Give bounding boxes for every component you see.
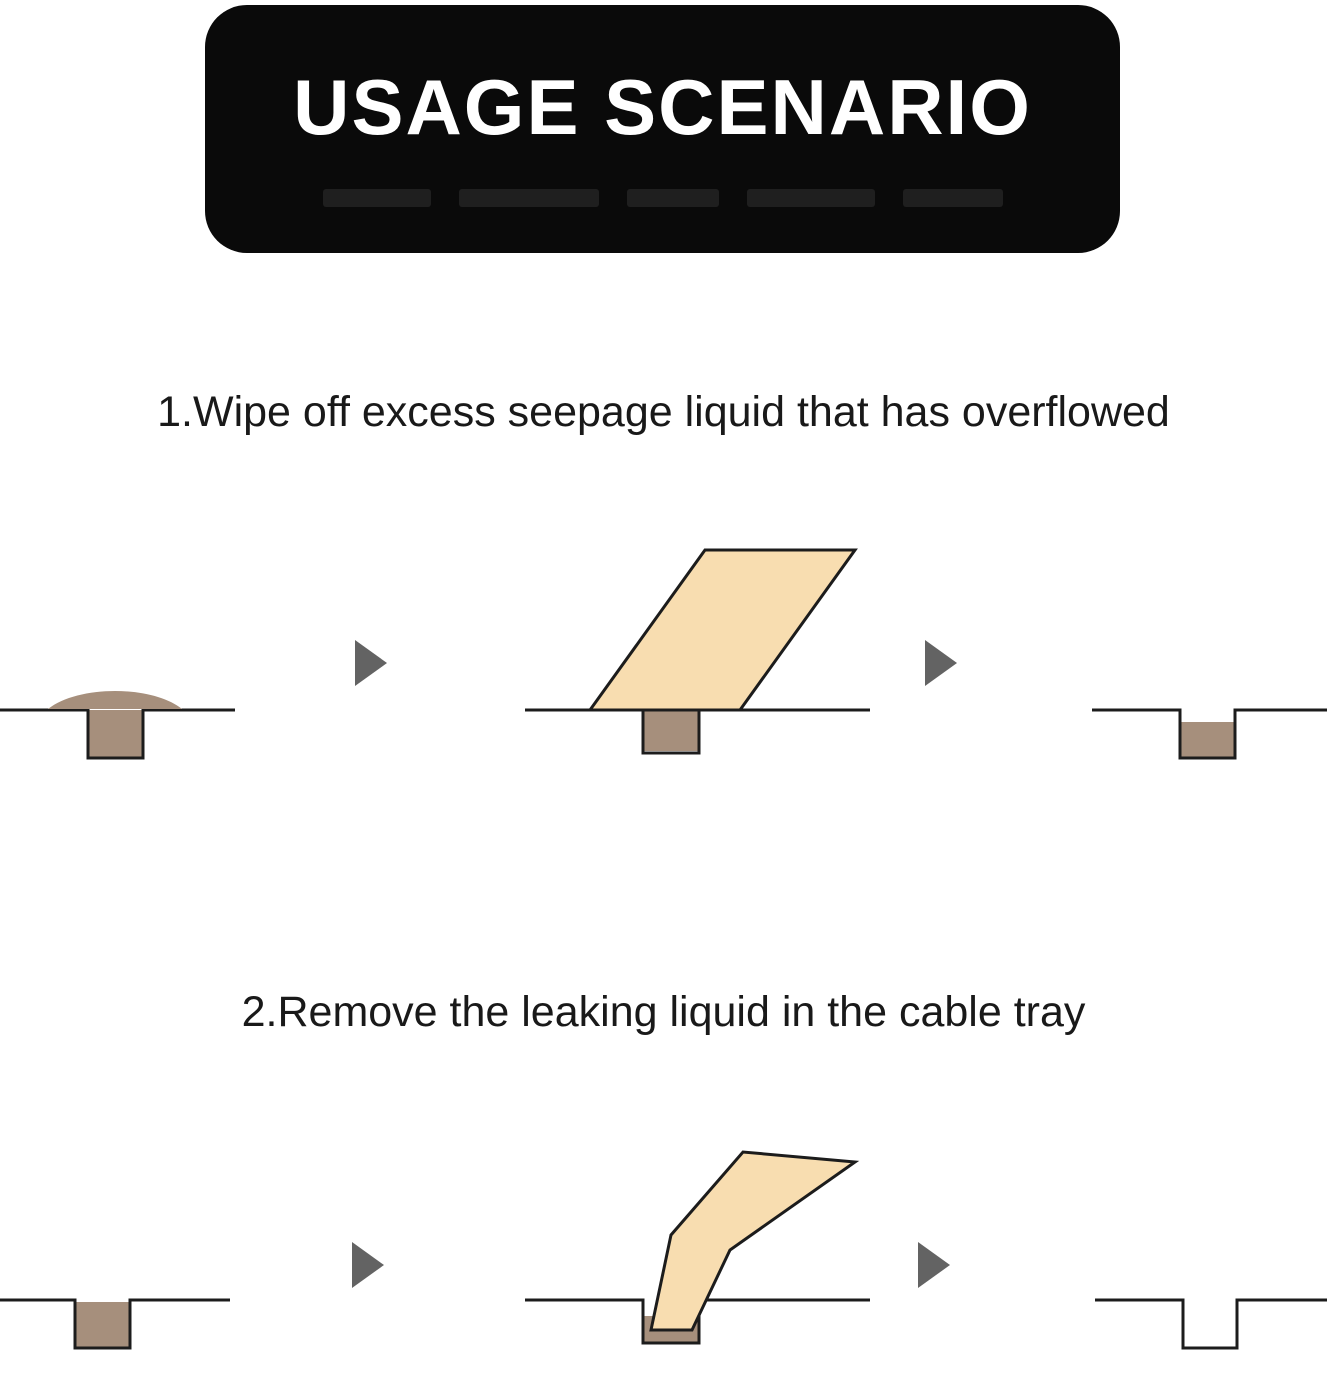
ghost-word	[322, 188, 431, 207]
arrow-triangle	[925, 640, 957, 686]
liquid-fill	[76, 1302, 129, 1347]
right-arrow-icon	[925, 640, 957, 686]
diagram-empty-channel	[1095, 1298, 1327, 1350]
squeegee-blade	[587, 548, 858, 712]
ghost-word	[458, 188, 599, 207]
channel-outline	[525, 708, 870, 755]
step1-heading: 1.Wipe off excess seepage liquid that ha…	[157, 388, 1170, 436]
diagram-channel-liquid-below-rim	[1092, 708, 1327, 760]
channel-outline	[0, 708, 235, 760]
ghost-word	[746, 188, 875, 207]
bent-squeegee-blade	[649, 1150, 860, 1332]
liquid-fill	[89, 710, 142, 757]
diagram-channel-filled-liquid	[0, 1298, 230, 1350]
usage-scenario-banner: USAGE SCENARIO	[205, 5, 1120, 253]
arrow-triangle	[918, 1242, 950, 1288]
channel-outline	[1095, 1298, 1327, 1350]
step2-heading: 2.Remove the leaking liquid in the cable…	[241, 988, 1086, 1036]
right-arrow-icon	[918, 1242, 950, 1288]
liquid-fill	[1181, 722, 1234, 757]
overflow-dome	[48, 691, 182, 709]
banner-ghost-text	[322, 188, 1003, 207]
ghost-word	[902, 188, 1003, 207]
arrow-triangle	[352, 1242, 384, 1288]
diagram-squeegee-wiping-channel	[525, 548, 870, 755]
right-arrow-icon	[352, 1242, 384, 1288]
banner-title: USAGE SCENARIO	[293, 62, 1032, 151]
liquid-fill	[644, 710, 698, 751]
channel-outline	[1092, 708, 1327, 760]
diagram-channel-overflowing-liquid	[0, 691, 235, 760]
ghost-word	[626, 188, 719, 207]
diagram-bent-squeegee-in-channel	[525, 1150, 870, 1345]
channel-outline	[0, 1298, 230, 1350]
right-arrow-icon	[355, 640, 387, 686]
arrow-triangle	[355, 640, 387, 686]
channel-outline	[525, 1298, 870, 1345]
